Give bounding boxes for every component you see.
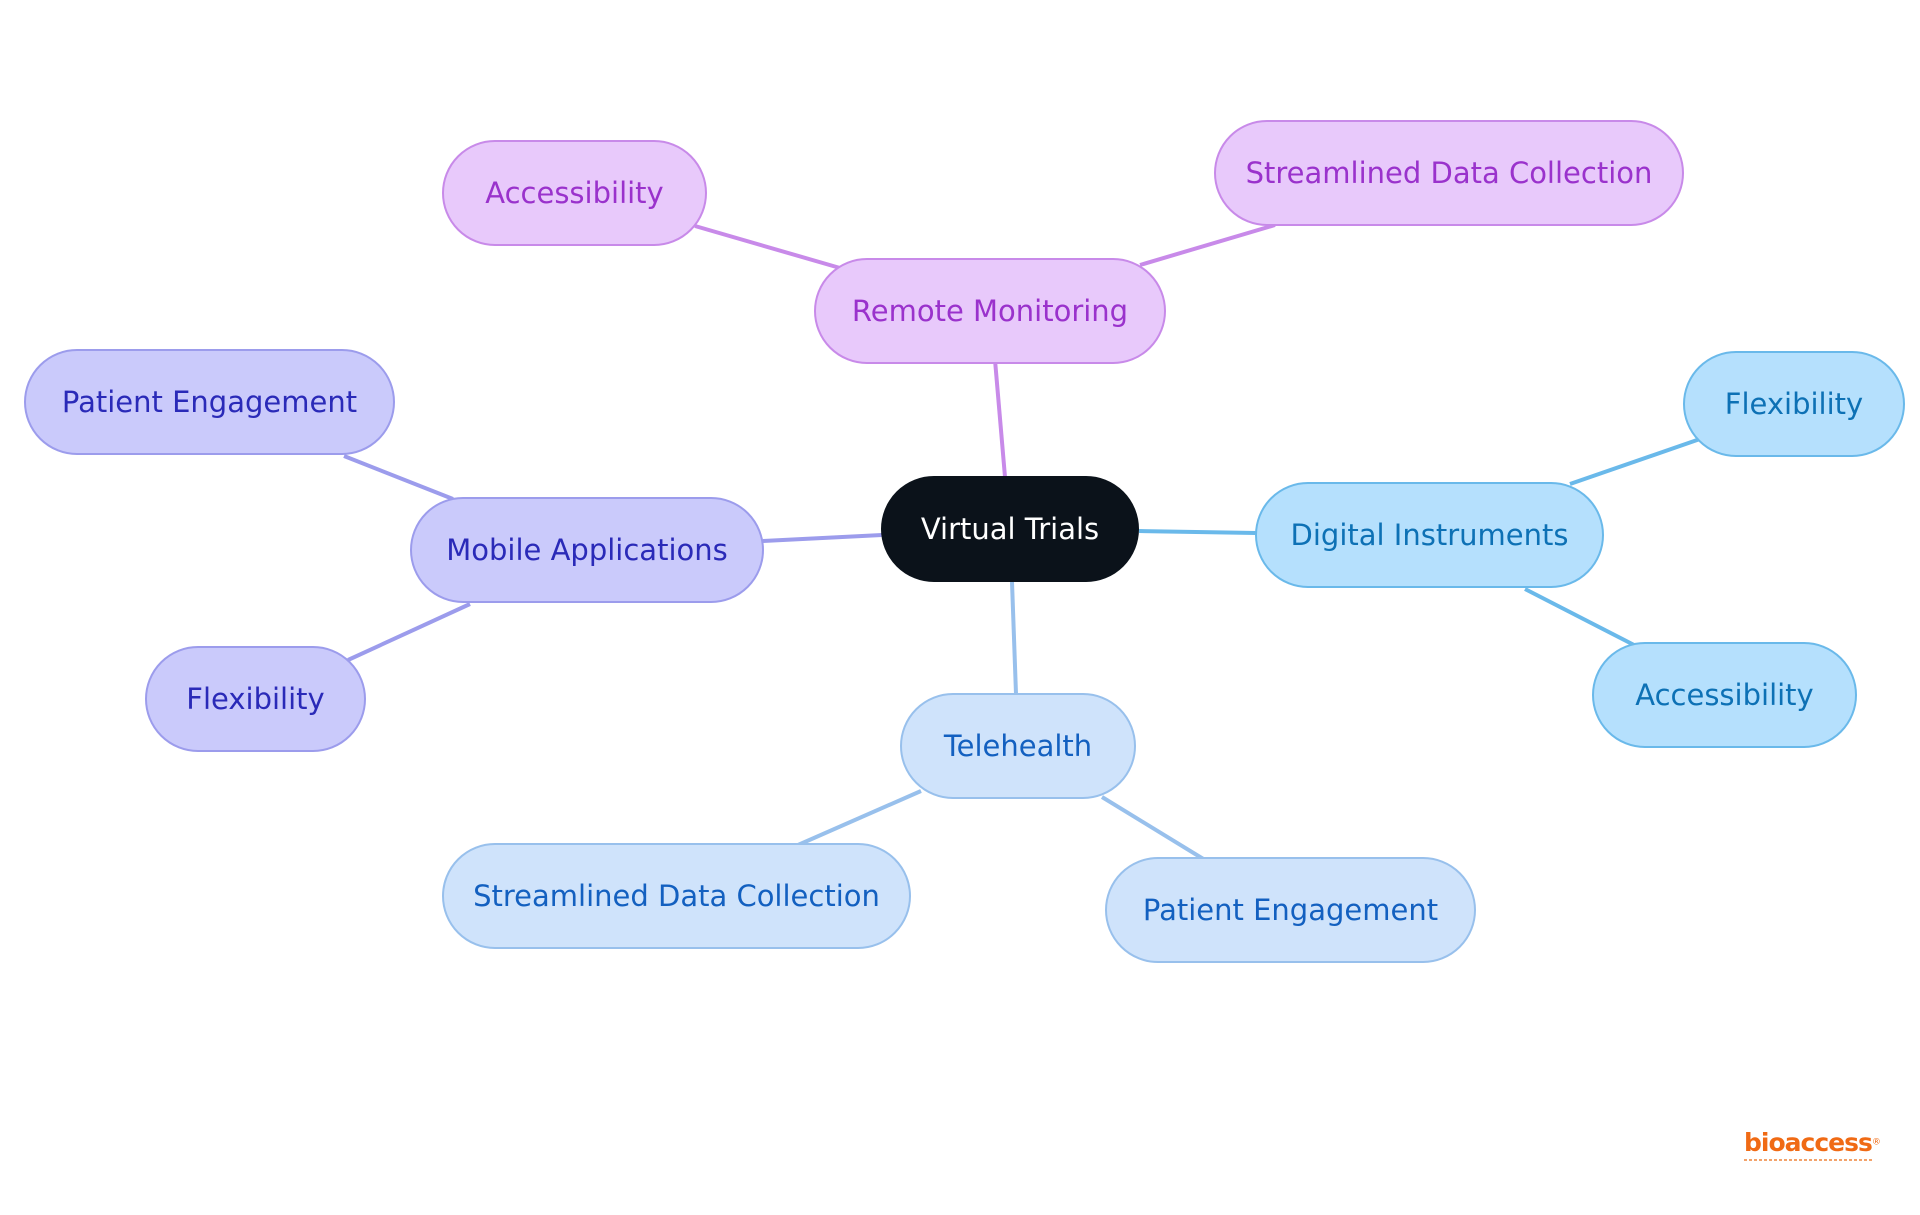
node-telehealth-patient-engagement[interactable]: Patient Engagement <box>1105 857 1476 963</box>
edge-root-remote-monitoring <box>993 359 1007 478</box>
edge-root-mobile-applications <box>762 533 883 543</box>
node-remote-monitoring-streamlined-data-collection[interactable]: Streamlined Data Collection <box>1214 120 1684 226</box>
edge-telehealth-patient-engagement <box>1100 795 1207 862</box>
node-telehealth-streamlined-data-collection[interactable]: Streamlined Data Collection <box>442 843 911 949</box>
logo-tagline-decoration <box>1744 1159 1872 1161</box>
edge-root-digital-instruments <box>1138 529 1257 535</box>
node-remote-monitoring[interactable]: Remote Monitoring <box>814 258 1166 364</box>
node-digital-instruments-flexibility[interactable]: Flexibility <box>1683 351 1905 457</box>
edge-remote-monitoring-streamlined <box>1139 223 1276 267</box>
logo-wordmark: bioaccess <box>1744 1128 1873 1157</box>
node-virtual-trials[interactable]: Virtual Trials <box>881 476 1139 582</box>
node-telehealth[interactable]: Telehealth <box>900 693 1136 799</box>
node-mobile-applications[interactable]: Mobile Applications <box>410 497 764 603</box>
node-digital-instruments-accessibility[interactable]: Accessibility <box>1592 642 1857 748</box>
node-mobile-applications-patient-engagement[interactable]: Patient Engagement <box>24 349 395 455</box>
edge-digital-instruments-accessibility <box>1524 587 1637 648</box>
node-mobile-applications-flexibility[interactable]: Flexibility <box>145 646 366 752</box>
edge-root-telehealth <box>1010 581 1018 695</box>
edge-mobile-applications-patient-engagement <box>343 454 454 501</box>
node-remote-monitoring-accessibility[interactable]: Accessibility <box>442 140 707 246</box>
edge-remote-monitoring-accessibility <box>694 224 841 270</box>
registered-mark-icon: ® <box>1871 1137 1881 1148</box>
node-digital-instruments[interactable]: Digital Instruments <box>1255 482 1604 588</box>
bioaccess-logo: bioaccess® <box>1744 1128 1881 1170</box>
edge-digital-instruments-flexibility <box>1569 437 1701 486</box>
edge-telehealth-streamlined <box>797 789 922 847</box>
edge-mobile-applications-flexibility <box>347 602 471 662</box>
